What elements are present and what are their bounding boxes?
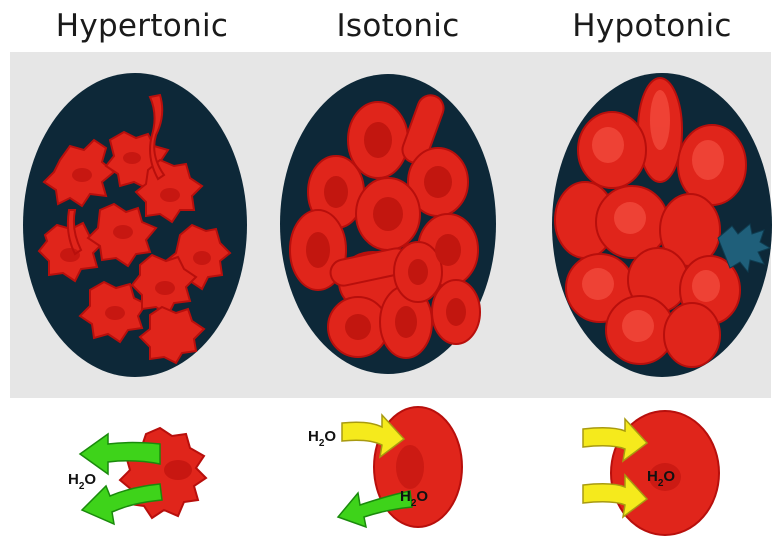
title-hypotonic: Hypotonic bbox=[532, 8, 772, 44]
hypotonic-dish bbox=[550, 70, 772, 380]
hypertonic-single-cell: H2O bbox=[60, 420, 230, 532]
isotonic-single-cell: H2O H2O bbox=[300, 405, 470, 533]
hypotonic-single-cell: H2O bbox=[575, 405, 755, 537]
title-isotonic: Isotonic bbox=[278, 8, 518, 44]
hypertonic-dish bbox=[20, 70, 250, 380]
isotonic-dish bbox=[278, 72, 498, 377]
title-hypertonic: Hypertonic bbox=[22, 8, 262, 44]
h2o-label-hypertonic: H2O bbox=[68, 471, 96, 492]
h2o-label-isotonic-in: H2O bbox=[308, 428, 336, 449]
